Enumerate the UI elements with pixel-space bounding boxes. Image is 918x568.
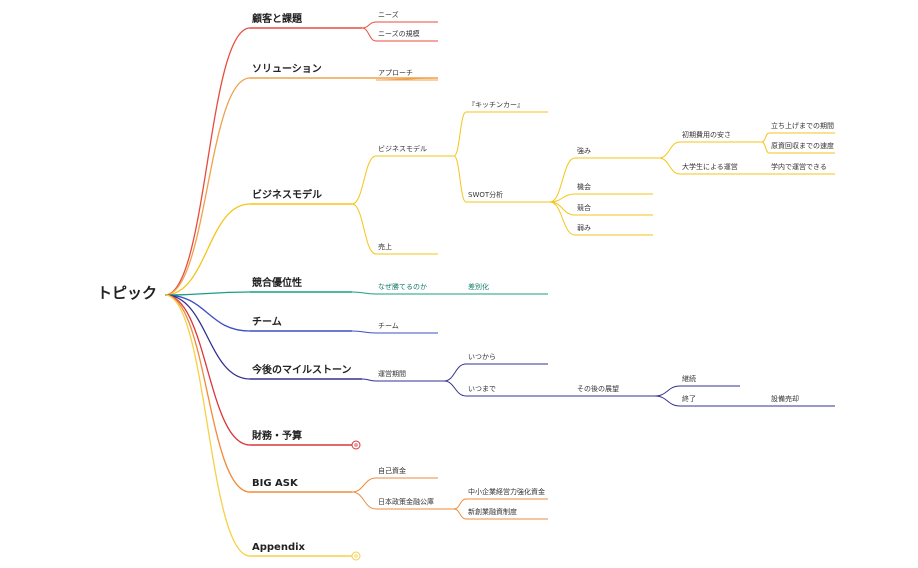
node-connector <box>164 294 251 493</box>
subtopic[interactable]: 中小企業経営力強化資金 <box>468 488 545 496</box>
expand-toggle-dot <box>354 443 358 447</box>
node-connector <box>164 203 251 296</box>
node-connector <box>375 77 439 81</box>
node-connector <box>549 157 576 203</box>
node-connector <box>761 132 770 143</box>
subtopic[interactable]: 大学生による運営 <box>682 163 738 171</box>
subtopic[interactable]: アプローチ <box>378 69 413 77</box>
node-connector <box>164 27 251 296</box>
node-connector <box>164 294 251 380</box>
node-connector <box>361 27 377 42</box>
node-connector <box>164 77 251 296</box>
node-connector <box>443 363 467 382</box>
node-connector <box>443 380 467 397</box>
subtopic[interactable]: 日本政策金融公庫 <box>378 498 434 506</box>
node-connector <box>164 294 251 446</box>
subtopic[interactable]: なぜ勝てるのか <box>378 283 427 291</box>
node-connector <box>351 155 377 205</box>
node-connector <box>351 477 377 493</box>
node-connector <box>658 141 681 159</box>
node-connector <box>351 203 377 255</box>
subtopic[interactable]: 運営期間 <box>378 370 406 378</box>
subtopic[interactable]: 継続 <box>682 375 696 383</box>
subtopic[interactable]: 自己資金 <box>378 467 406 475</box>
node-connector <box>654 385 681 397</box>
subtopic[interactable]: 差別化 <box>468 283 489 291</box>
node-connector <box>351 491 377 510</box>
subtopic[interactable]: いつまで <box>468 385 496 393</box>
subtopic[interactable]: 初期費用の安さ <box>682 131 731 139</box>
node-connector <box>164 291 251 296</box>
node-connector <box>361 21 377 29</box>
node-connector <box>361 378 377 382</box>
main-topic[interactable]: 財務・予算 <box>252 431 302 442</box>
subtopic[interactable]: 新創業融資制度 <box>468 508 517 516</box>
subtopic[interactable]: 終了 <box>682 395 696 403</box>
node-connector <box>351 291 377 295</box>
subtopic[interactable]: 設備売却 <box>771 395 799 403</box>
node-connector <box>164 294 251 557</box>
node-connector <box>761 141 770 154</box>
root-topic[interactable]: トピック <box>97 284 158 302</box>
subtopic[interactable]: いつから <box>468 353 496 361</box>
node-connector <box>453 508 467 520</box>
main-topic[interactable]: ソリューション <box>252 64 322 75</box>
main-topic[interactable]: ビジネスモデル <box>252 190 322 201</box>
node-connector <box>453 498 467 510</box>
subtopic[interactable]: 売上 <box>378 243 392 251</box>
node-connector <box>658 157 681 175</box>
subtopic[interactable]: ビジネスモデル <box>378 145 427 153</box>
subtopic[interactable]: ニーズの規模 <box>378 30 420 38</box>
main-topic[interactable]: Appendix <box>252 542 305 553</box>
expand-toggle-dot <box>354 554 358 558</box>
main-topic[interactable]: 競合優位性 <box>252 278 302 289</box>
subtopic[interactable]: 『キッチンカー』 <box>468 101 524 109</box>
subtopic[interactable]: 競合 <box>577 204 591 212</box>
subtopic[interactable]: ニーズ <box>378 11 399 19</box>
main-topic[interactable]: 顧客と課題 <box>252 14 302 25</box>
node-connector <box>453 155 467 203</box>
node-connector <box>453 111 467 157</box>
subtopic[interactable]: 弱み <box>577 224 591 232</box>
subtopic[interactable]: SWOT分析 <box>468 191 504 199</box>
subtopic[interactable]: 強み <box>577 147 591 155</box>
main-topic[interactable]: 今後のマイルストーン <box>252 365 352 376</box>
node-connector <box>654 395 681 407</box>
node-connector <box>549 201 576 216</box>
subtopic[interactable]: 立ち上げまでの期間 <box>771 122 834 130</box>
main-topic[interactable]: チーム <box>252 317 282 328</box>
node-connector <box>164 294 251 332</box>
subtopic[interactable]: 学内で運営できる <box>771 163 827 171</box>
node-connector <box>549 201 576 236</box>
main-topic[interactable]: BIG ASK <box>252 478 298 489</box>
node-connector <box>351 330 377 334</box>
subtopic[interactable]: チーム <box>378 322 399 330</box>
subtopic[interactable]: 機会 <box>577 183 591 191</box>
subtopic[interactable]: その後の展望 <box>577 385 619 393</box>
subtopic[interactable]: 原資回収までの速度 <box>771 142 834 150</box>
